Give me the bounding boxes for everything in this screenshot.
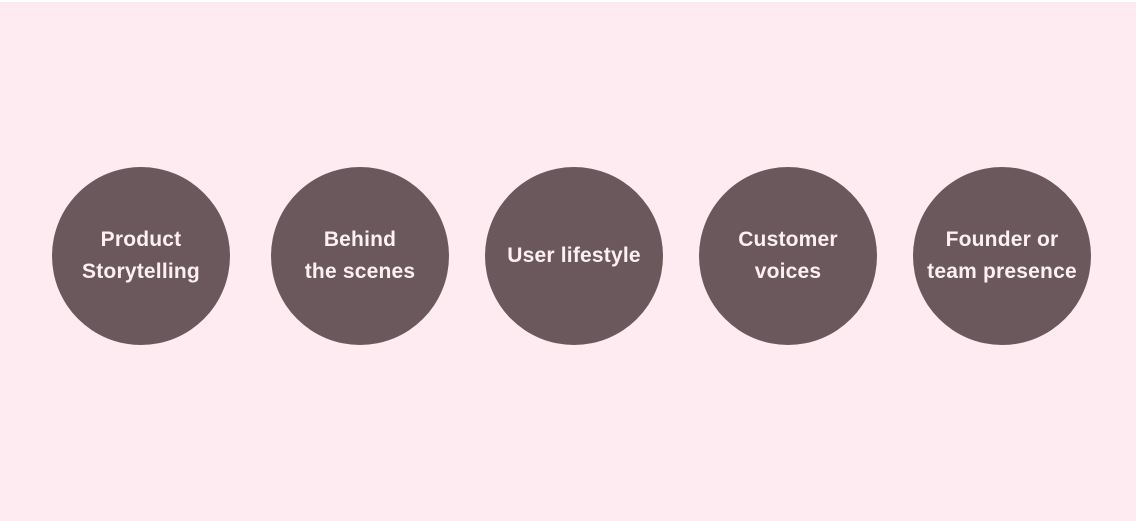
circle-label-line: User lifestyle xyxy=(507,244,641,267)
category-circle-product-storytelling: Product Storytelling xyxy=(52,167,230,345)
circle-label-line: Behind xyxy=(323,228,397,251)
circle-label-line: Customer xyxy=(738,228,838,251)
category-circle-behind-the-scenes: Behind the scenes xyxy=(271,167,449,345)
circle-label-line: Storytelling xyxy=(82,260,200,283)
category-circle-customer-voices: Customer voices xyxy=(699,167,877,345)
circle-label-line: voices xyxy=(754,260,822,283)
circle-label-line: the scenes xyxy=(304,260,416,283)
category-circle-founder-or-team-presence: Founder or team presence xyxy=(913,167,1091,345)
circle-label-line: Product xyxy=(100,228,182,251)
top-border-line xyxy=(0,0,1136,2)
circle-label-line: Founder or xyxy=(945,228,1059,251)
circle-label-line: team presence xyxy=(927,260,1077,283)
category-circle-user-lifestyle: User lifestyle xyxy=(485,167,663,345)
